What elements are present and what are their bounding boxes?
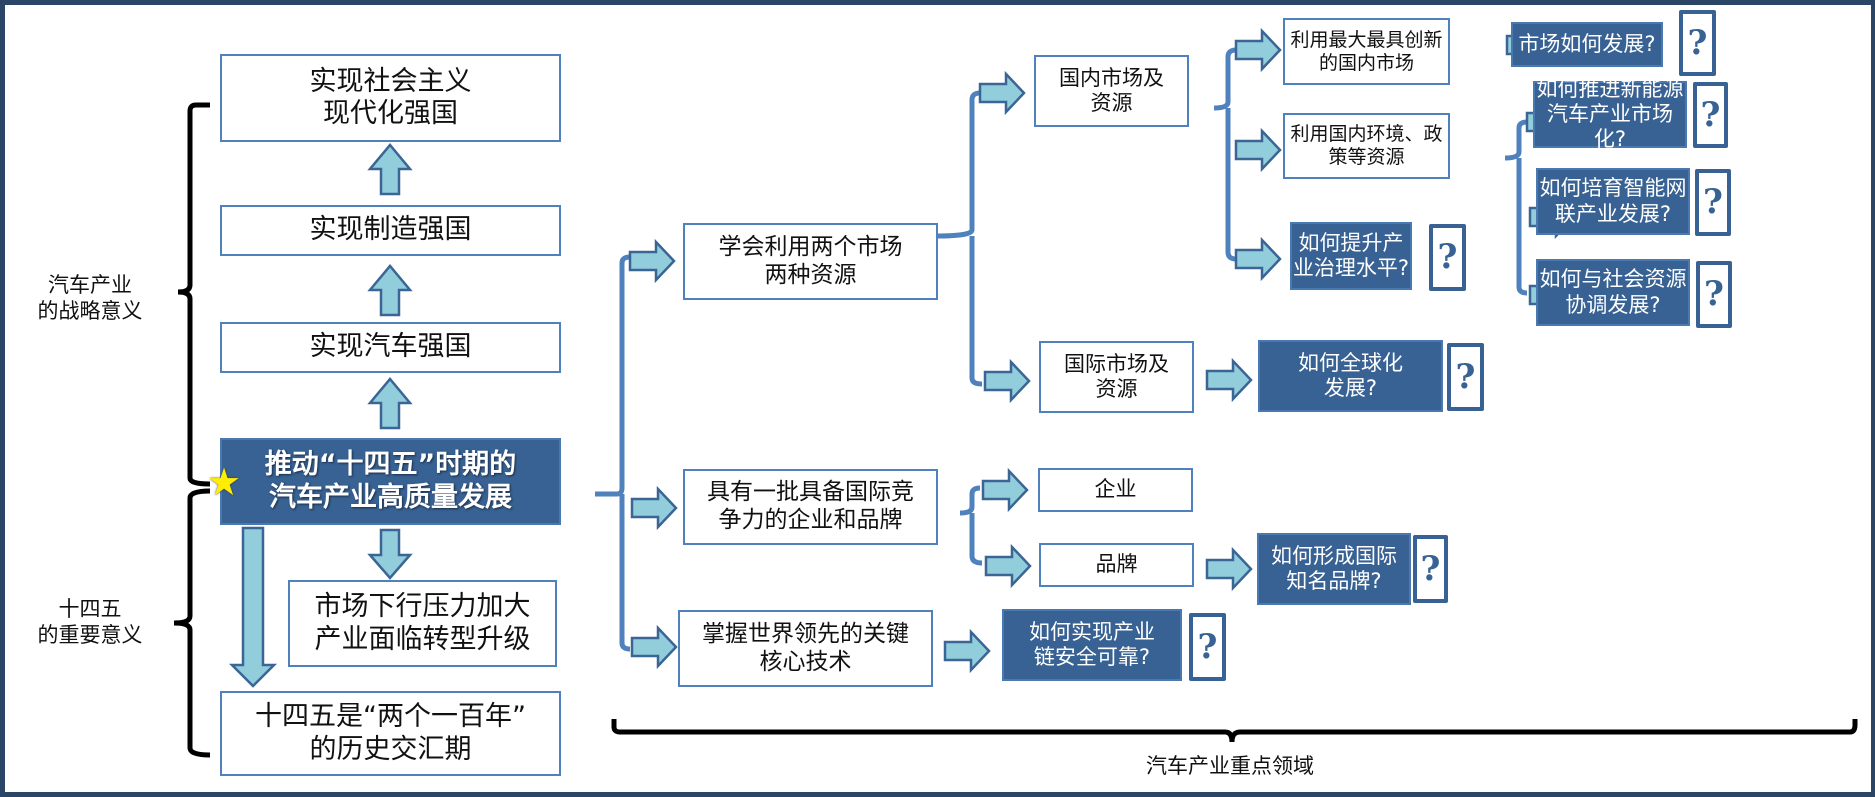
connector <box>959 485 981 516</box>
box-brand: 品牌 <box>1039 543 1194 587</box>
question-mark-icon: ? <box>1447 343 1484 411</box>
box-use-domestic-market: 利用最大最具创新 的国内市场 <box>1283 18 1450 85</box>
question-mark-icon: ? <box>1696 261 1732 328</box>
connector <box>1516 158 1528 296</box>
question-mark-icon: ? <box>1429 224 1466 291</box>
box-use-domestic-env: 利用国内环境、政 策等资源 <box>1283 113 1450 179</box>
box-international-market: 国际市场及 资源 <box>1039 341 1194 413</box>
box-core-tech: 掌握世界领先的关键 核心技术 <box>678 610 933 687</box>
box-auto-power: 实现汽车强国 <box>220 322 561 373</box>
connector <box>1225 108 1237 262</box>
star-icon: ★ <box>207 460 242 504</box>
right-arrow <box>1234 238 1282 280</box>
question-social-coordination: 如何与社会资源 协调发展? <box>1536 259 1690 326</box>
right-arrow <box>1205 548 1253 590</box>
question-market-development: 市场如何发展? <box>1511 22 1663 67</box>
right-arrow <box>630 487 678 529</box>
right-arrow <box>981 469 1029 511</box>
connector <box>935 90 981 239</box>
question-mark-icon: ? <box>1413 535 1448 603</box>
right-arrow <box>1205 359 1253 401</box>
connector <box>969 513 983 566</box>
right-arrow <box>628 240 676 282</box>
connector <box>619 494 631 652</box>
box-socialist-power: 实现社会主义 现代化强国 <box>220 54 561 142</box>
question-supply-chain-security: 如何实现产业 链安全可靠? <box>1002 609 1182 681</box>
question-nev-marketization: 如何推进新能源 汽车产业市场化? <box>1533 77 1687 151</box>
connector <box>367 143 413 196</box>
right-arrow <box>978 72 1026 114</box>
question-mark-icon: ? <box>1695 169 1731 236</box>
brace-fourteenth <box>173 488 211 758</box>
brace-bottom <box>611 719 1858 743</box>
question-governance: 如何提升产 业治理水平? <box>1290 222 1412 290</box>
box-two-markets: 学会利用两个市场 两种资源 <box>683 223 938 300</box>
connector <box>367 377 413 430</box>
box-domestic-market: 国内市场及 资源 <box>1034 55 1189 127</box>
right-arrow <box>1234 129 1282 171</box>
connector <box>595 254 631 497</box>
box-core-goal: 推动“十四五”时期的 汽车产业高质量发展 <box>220 438 561 525</box>
question-mark-icon: ? <box>1189 613 1226 681</box>
connector <box>367 528 413 580</box>
question-icv-development: 如何培育智能网 联产业发展? <box>1536 168 1690 235</box>
box-manufacturing-power: 实现制造强国 <box>220 205 561 256</box>
connector <box>1504 119 1528 161</box>
question-mark-icon: ? <box>1693 82 1728 148</box>
right-arrow <box>943 630 991 672</box>
box-competitive-firms: 具有一批具备国际竞 争力的企业和品牌 <box>683 469 938 545</box>
question-globalization: 如何全球化 发展? <box>1258 340 1443 412</box>
label-fourteenth-significance: 十四五 的重要意义 <box>37 597 143 648</box>
connector <box>969 236 983 387</box>
connector <box>1213 47 1237 111</box>
question-mark-icon: ? <box>1679 10 1716 76</box>
label-key-areas: 汽车产业重点领域 <box>1146 754 1314 778</box>
box-enterprise: 企业 <box>1038 468 1193 512</box>
right-arrow <box>983 360 1031 402</box>
brace-strategic <box>177 102 211 487</box>
question-international-brand: 如何形成国际 知名品牌? <box>1257 533 1411 605</box>
up-arrow <box>228 143 413 688</box>
right-arrow <box>1234 29 1282 71</box>
connector <box>367 264 413 317</box>
connector <box>228 526 278 688</box>
box-market-pressure: 市场下行压力加大 产业面临转型升级 <box>288 580 557 667</box>
right-arrow <box>984 545 1032 587</box>
label-strategic-significance: 汽车产业 的战略意义 <box>37 273 143 324</box>
box-historic-convergence: 十四五是“两个一百年” 的历史交汇期 <box>220 691 561 776</box>
right-arrow <box>630 626 678 668</box>
